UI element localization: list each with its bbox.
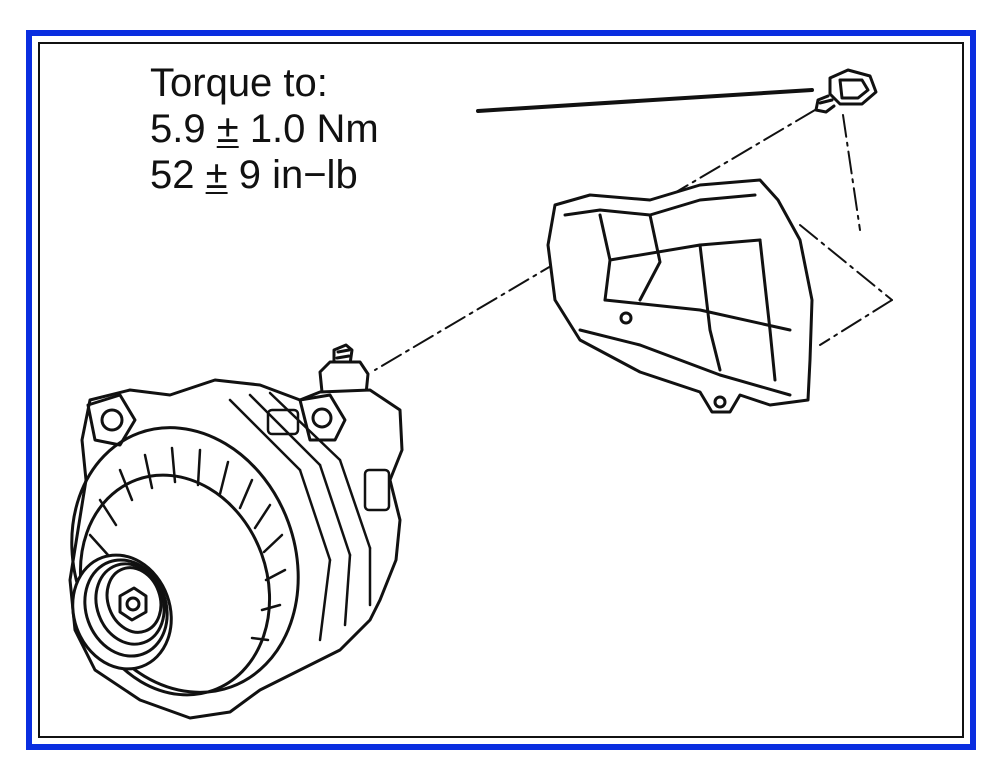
torque-inlb-tolerance: 9 in−lb [238, 153, 358, 197]
tolerance-sign-nm: ± [216, 107, 239, 151]
shield [546, 178, 814, 414]
pulley [71, 553, 173, 671]
torque-heading: Torque to: [150, 61, 328, 105]
assembly-guide-lines [374, 109, 893, 371]
torque-nm-line: 5.9 ± 1.0 Nm [150, 106, 379, 152]
torque-nm-value: 5.9 [150, 107, 206, 151]
torque-specification: Torque to: 5.9 ± 1.0 Nm 52 ± 9 in−lb [150, 60, 379, 198]
alternator [68, 378, 404, 720]
leader-line [476, 88, 814, 113]
torque-inlb-line: 52 ± 9 in−lb [150, 152, 379, 198]
tolerance-sign-inlb: ± [205, 153, 228, 197]
torque-nm-tolerance: 1.0 Nm [249, 107, 379, 151]
bolt [814, 68, 878, 114]
torque-inlb-value: 52 [150, 153, 195, 197]
